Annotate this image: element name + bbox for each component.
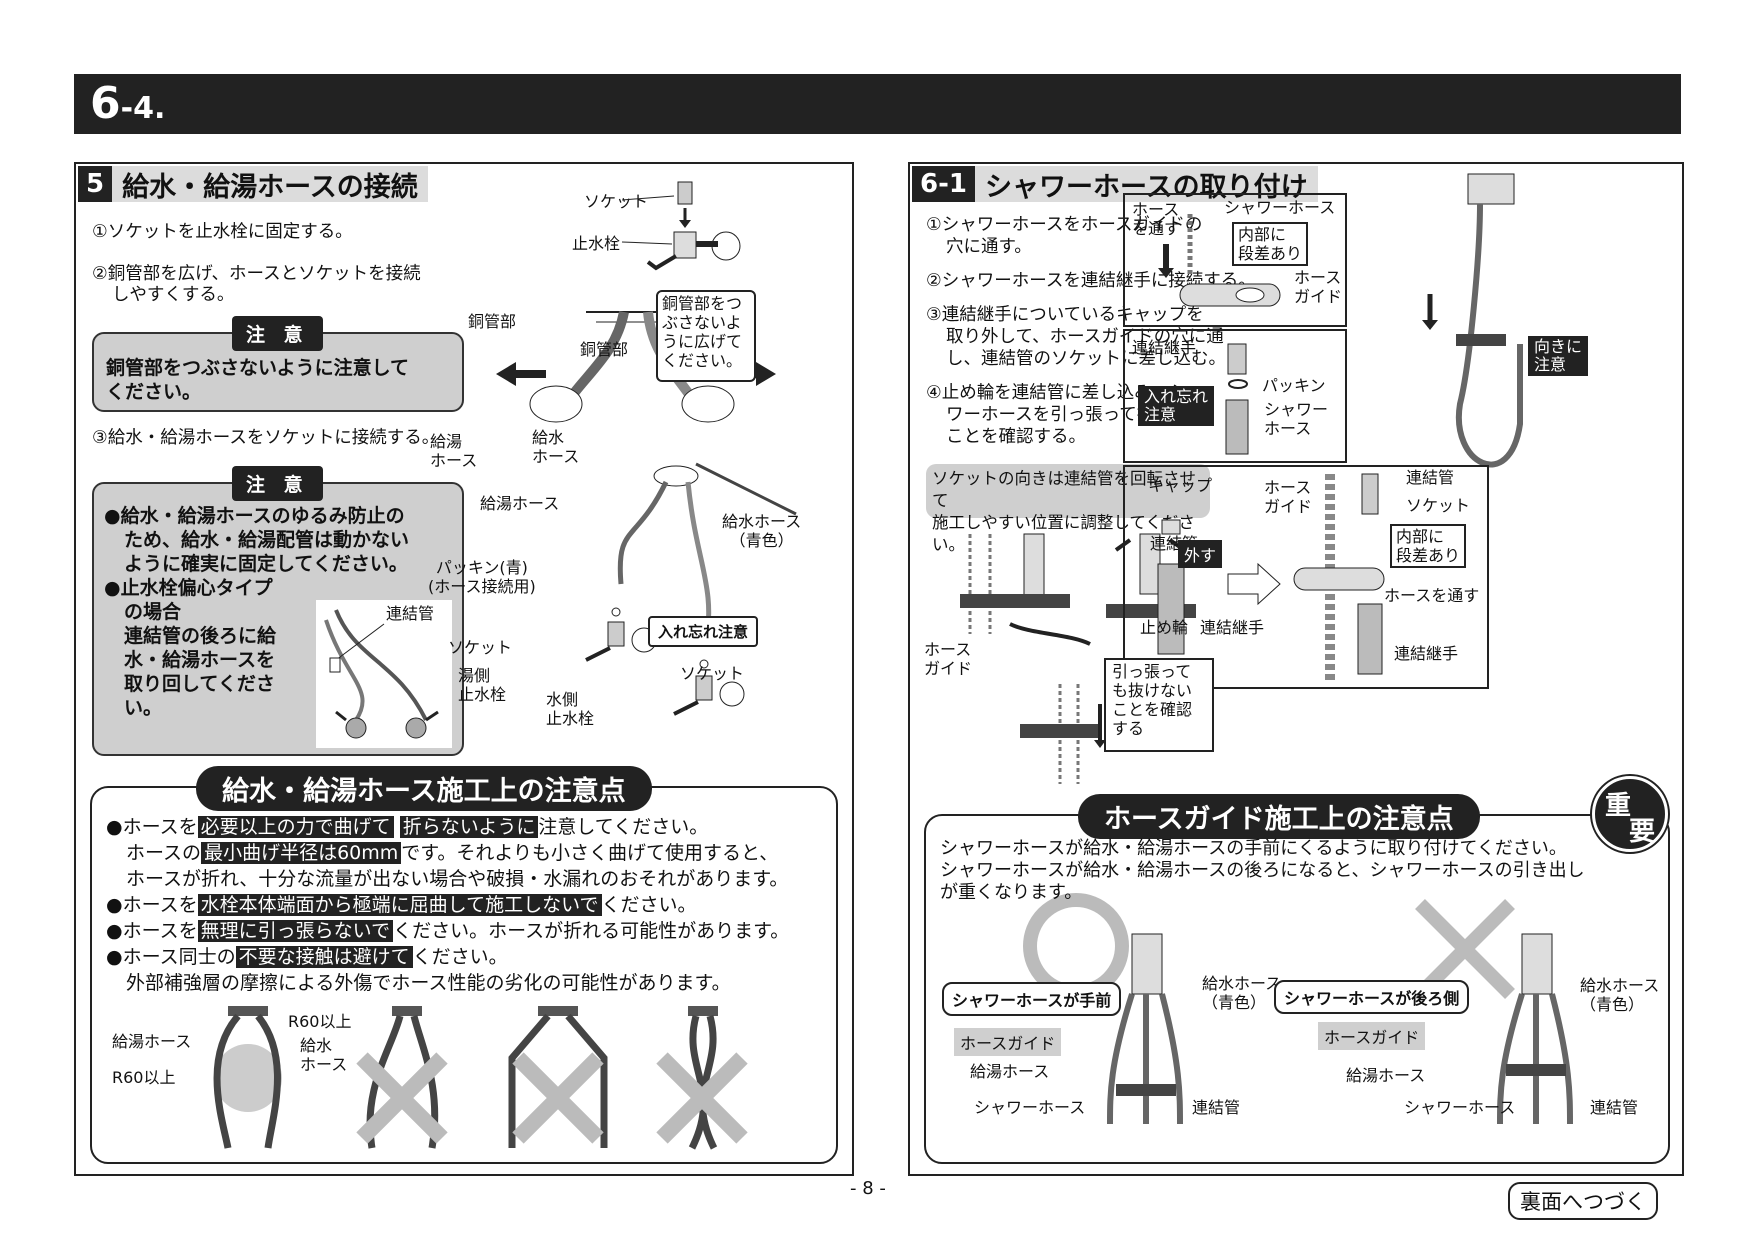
note-4: ●ホースを水栓本体端面から極端に屈曲して施工しないでください。 [106, 894, 697, 916]
ng-tag: シャワーホースが後ろ側 [1274, 980, 1470, 1014]
section-header: 6-4. [74, 74, 1681, 134]
step-2: ②銅管部を広げ、ホースとソケットを接続しやすくする。 [92, 264, 421, 305]
step-1: ①ソケットを止水栓に固定する。 [92, 222, 353, 242]
copper-callout: 銅管部をつぶさないよ うに広げてください。 [656, 290, 756, 382]
caution-label: 注 意 [232, 316, 323, 351]
important-badge: 重 要 [1592, 776, 1668, 852]
page-number: - 8 - [850, 1178, 886, 1199]
guide-notes-box: ホースガイド施工上の注意点 重 要 シャワーホースが給水・給湯ホースの手前にくる… [924, 776, 1670, 1164]
hose-notes-title: 給水・給湯ホース施工上の注意点 [196, 766, 652, 811]
shower-steps: ①シャワーホースをホースガイドの穴に通す。 ②シャワーホースを連結継手に接続する… [926, 215, 1256, 447]
section-number: 6-4. [90, 78, 166, 129]
forget-warning: 入れ忘れ注意 [648, 616, 759, 647]
continue-label: 裏面へつづく [1508, 1182, 1658, 1220]
step-3: ③給水・給湯ホースをソケットに接続する。 [92, 428, 440, 448]
hose-notes-box: 給水・給湯ホース施工上の注意点 ●ホースを必要以上の力で曲げて 折らないように注… [90, 766, 838, 1164]
note-7: 外部補強層の摩擦による外傷でホース性能の劣化の可能性があります。 [126, 972, 731, 994]
left-panel: 5 給水・給湯ホースの接続 ①ソケットを止水栓に固定する。 ②銅管部を広げ、ホー… [74, 162, 854, 1176]
offset-valve-inset: 連結管 [316, 600, 452, 748]
orientation-note: 向きに注意 [1528, 336, 1589, 376]
offset-valve-drawing [324, 609, 439, 739]
right-section-title: 6-1 シャワーホースの取り付け [912, 166, 1318, 203]
left-illustrations [496, 181, 797, 716]
left-section-title: 5 給水・給湯ホースの接続 [78, 166, 428, 203]
caution-box-1: 注 意 銅管部をつぶさないように注意してください。 [92, 316, 464, 412]
note-1: ●ホースを必要以上の力で曲げて 折らないように注意してください。 [106, 816, 709, 838]
pull-check-callout: 引っ張っても抜けない ことを確認する [1104, 658, 1214, 752]
right-illustrations [960, 173, 1573, 1125]
note-3: ホースが折れ、十分な流量が出ない場合や破損・水漏れのおそれがあります。 [126, 868, 789, 890]
note-5: ●ホースを無理に引っ張らないでください。ホースが折れる可能性があります。 [106, 920, 790, 942]
caution-box-2: 注 意 ●給水・給湯ホースのゆるみ防止の ため、給水・給湯配管は動かない ように… [92, 466, 464, 756]
note-6: ●ホース同士の不要な接触は避けてください。 [106, 946, 508, 968]
right-panel: 6-1 シャワーホースの取り付け ①シャワーホースをホースガイドの穴に通す。 ②… [908, 162, 1684, 1176]
guide-notes-title: ホースガイド施工上の注意点 [1078, 794, 1480, 839]
bend-diagrams [213, 1006, 748, 1150]
ok-tag: シャワーホースが手前 [942, 982, 1122, 1016]
socket-tip: ソケットの向きは連結管を回転させて施工しやすい位置に調整してください。 [926, 464, 1210, 554]
